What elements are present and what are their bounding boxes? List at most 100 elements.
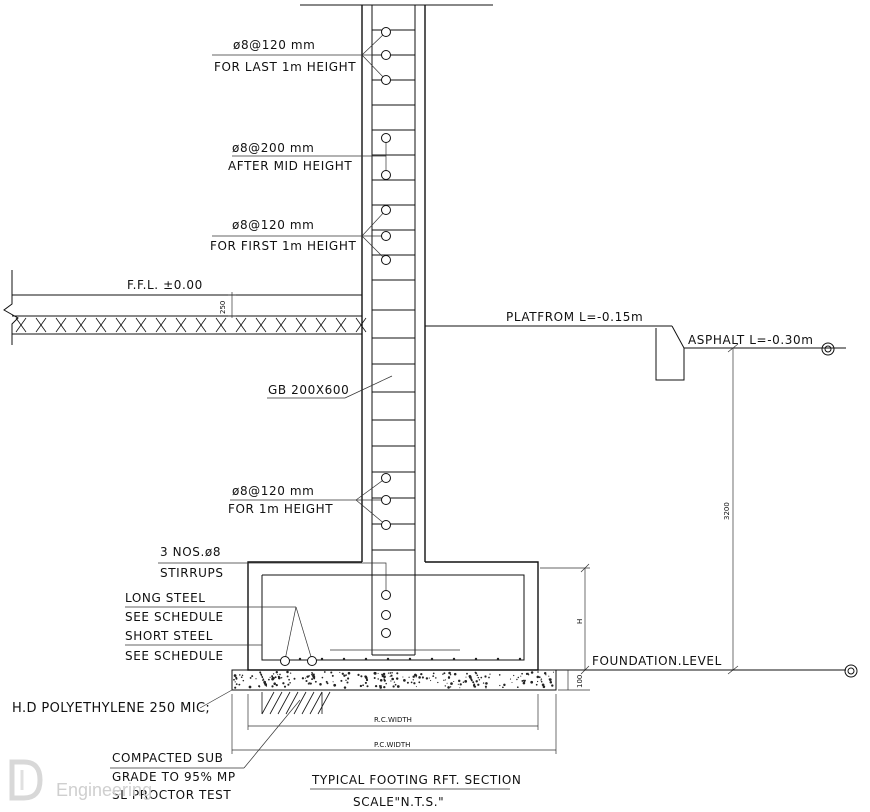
stirrups-count: 3 NOS.ø8 (160, 545, 221, 559)
pcc-dot (484, 675, 487, 678)
rebar-circle (307, 656, 317, 666)
plain-concrete-layer (231, 664, 858, 754)
pcc-dot (480, 676, 483, 679)
pcc-dot (449, 674, 452, 676)
pcc-dot (310, 674, 313, 676)
pcc-dot (345, 674, 347, 676)
pcc-dot (333, 683, 337, 687)
pcc-dot (357, 673, 360, 676)
compacted-label-3: SL PROCTOR TEST (112, 788, 231, 802)
subgrade-stroke (269, 691, 283, 715)
pc-width-label: P.C.WIDTH (374, 741, 410, 749)
pcc-dot (477, 683, 480, 686)
pcc-dot (264, 683, 268, 686)
pcc-dot (392, 685, 395, 688)
pcc-dot (432, 672, 435, 675)
pcc-dot (323, 671, 326, 673)
pcc-dot (530, 671, 534, 674)
pcc-dot (374, 684, 378, 688)
pcc-dot (435, 677, 437, 679)
pcc-dot (383, 685, 386, 689)
bottom-bar-dot (320, 657, 324, 661)
pcc-dot (385, 682, 387, 685)
pcc-dot (513, 674, 515, 677)
pcc-dot (360, 675, 363, 678)
pcc-dot (403, 679, 406, 682)
pcc-dot (377, 678, 379, 680)
bottom-bar-dot (298, 657, 302, 661)
rebar-circle (381, 590, 391, 600)
pcc-dot (312, 675, 316, 679)
rebar-circle (381, 628, 391, 638)
pcc-dot (241, 674, 244, 677)
pcc-dot (475, 672, 477, 675)
pcc-dot (383, 679, 386, 682)
pcc-dot (428, 677, 430, 679)
hatch-stroke (35, 317, 47, 333)
pcc-dot (273, 682, 276, 685)
rebar-circle (381, 520, 391, 530)
spacing-first-label: ø8@120 mm (232, 218, 314, 232)
pcc-dot (443, 679, 445, 681)
pcc-dot (280, 677, 283, 679)
pcc-dot (536, 680, 539, 683)
pcc-dot (392, 678, 394, 681)
pcc-dot (262, 677, 264, 679)
pcc-dot (233, 674, 237, 677)
pcc-dot (406, 681, 409, 684)
pcc-dot (430, 680, 432, 682)
pcc-dot (477, 676, 480, 679)
hatch-stroke (75, 317, 87, 333)
pcc-dot (396, 672, 399, 675)
pcc-dot (309, 682, 312, 685)
rebar-sections (280, 27, 391, 666)
pcc-dot (293, 677, 296, 680)
pcc-dot (469, 676, 472, 679)
pcc-dot (288, 678, 290, 681)
pcc-dot (235, 683, 238, 686)
pcc-dot (238, 684, 240, 686)
pcc-dot (305, 679, 308, 683)
pcc-dot (233, 678, 235, 681)
pcc-dot (485, 687, 487, 689)
pcc-dot (347, 671, 351, 675)
pcc-dot (548, 678, 552, 681)
spacing-first-note: FOR FIRST 1m HEIGHT (210, 239, 356, 253)
pcc-dot (251, 675, 254, 678)
pcc-dot (332, 681, 334, 683)
hatch-stroke (335, 317, 347, 333)
pcc-dot (389, 672, 392, 674)
watermark-text: Engineering (56, 780, 152, 800)
pcc-dot (272, 673, 275, 675)
pcc-dot (432, 675, 435, 677)
pcc-dot (395, 677, 399, 680)
logo-mark-icon (9, 759, 43, 801)
pcc-dot (527, 674, 530, 676)
pcc-dot (346, 681, 349, 684)
pcc-dot (418, 681, 421, 684)
pcc-dot (414, 673, 417, 677)
pcc-dot (472, 681, 475, 684)
pcc-dot (260, 674, 263, 677)
pcc-dot (279, 673, 281, 676)
pcc-dot (488, 676, 490, 679)
foundation-level-label: FOUNDATION.LEVEL (592, 654, 722, 668)
pcc-dot (449, 686, 452, 688)
pcc-dot (390, 674, 393, 677)
column-stirrups (372, 29, 415, 551)
pcc-dot (275, 671, 278, 674)
short-steel-label: SHORT STEEL (125, 629, 213, 643)
subgrade-stroke (277, 691, 291, 715)
asphalt-label: ASPHALT L=-0.30m (688, 333, 814, 347)
pcc-dot (242, 679, 245, 682)
pcc-dot (522, 681, 526, 685)
pcc-dot (476, 674, 479, 677)
pcc-dot (538, 676, 541, 679)
pcc-dot (499, 684, 501, 687)
pcc-dot (489, 673, 491, 675)
compacted-label-1: COMPACTED SUB (112, 751, 223, 765)
pcc-dot (390, 680, 392, 682)
pcc-dot (304, 677, 306, 679)
pcc-dot (362, 684, 364, 687)
dim-3200: 3200 (723, 502, 731, 520)
